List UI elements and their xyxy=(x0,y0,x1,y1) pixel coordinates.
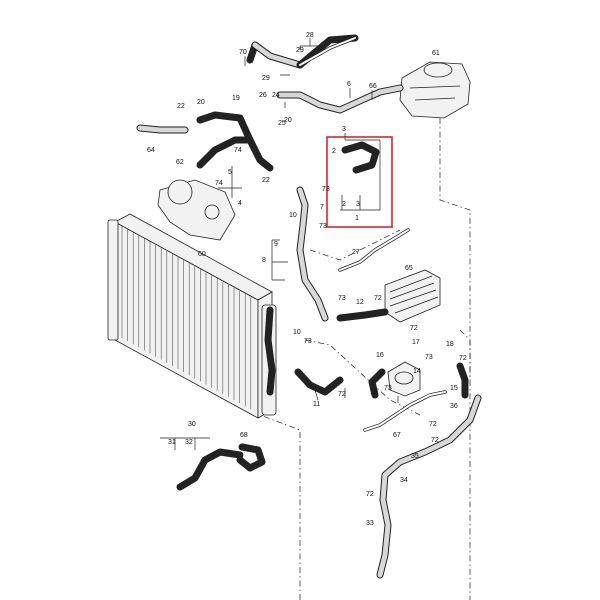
callout-12: 12 xyxy=(356,299,364,306)
callout-72-c: 72 xyxy=(459,355,467,362)
callout-73-f: 73 xyxy=(384,385,392,392)
callout-72-b: 72 xyxy=(410,325,418,332)
callout-35: 35 xyxy=(411,453,419,460)
callout-32: 32 xyxy=(185,439,193,446)
callout-18: 18 xyxy=(446,341,454,348)
callout-28: 28 xyxy=(306,32,314,39)
callout-64: 64 xyxy=(147,147,155,154)
callout-65: 65 xyxy=(405,265,413,272)
callout-2b: 2 xyxy=(342,201,346,208)
callout-22: 22 xyxy=(177,103,185,110)
callout-61: 61 xyxy=(432,50,440,57)
callout-2: 2 xyxy=(332,148,336,155)
callout-9: 9 xyxy=(274,241,278,248)
auxiliary-pump xyxy=(387,361,421,397)
expansion-tank xyxy=(399,61,471,119)
callout-24: 24 xyxy=(272,92,280,99)
callout-29: 29 xyxy=(262,75,270,82)
callout-73-e: 73 xyxy=(425,354,433,361)
pipes xyxy=(298,36,447,432)
callout-6: 6 xyxy=(347,81,351,88)
callout-17: 17 xyxy=(412,339,420,346)
callout-7: 7 xyxy=(320,204,324,211)
callout-34: 34 xyxy=(400,477,408,484)
hoses xyxy=(136,34,482,579)
callout-16: 16 xyxy=(376,352,384,359)
callout-72-f: 72 xyxy=(431,437,439,444)
callout-27: 27 xyxy=(352,249,360,256)
callout-labels: 28 29 70 29 61 6 66 19 26 24 20 22 25 20… xyxy=(147,32,467,527)
callout-74-b: 74 xyxy=(215,180,223,187)
highlight-box xyxy=(326,136,393,228)
callout-25: 25 xyxy=(278,120,286,127)
oil-cooler xyxy=(384,269,441,323)
callout-62: 62 xyxy=(176,159,184,166)
callout-22-b: 22 xyxy=(262,177,270,184)
leader-lines xyxy=(160,38,399,450)
callout-13: 13 xyxy=(370,389,378,396)
callout-72-a: 72 xyxy=(374,295,382,302)
callout-3: 3 xyxy=(342,126,346,133)
callout-8: 8 xyxy=(262,257,266,264)
callout-15: 15 xyxy=(450,385,458,392)
callout-14: 14 xyxy=(413,368,421,375)
callout-73-b: 73 xyxy=(319,223,327,230)
callout-60: 60 xyxy=(198,251,206,258)
callout-74: 74 xyxy=(234,147,242,154)
callout-66: 66 xyxy=(369,83,377,90)
callout-26: 26 xyxy=(259,92,267,99)
thermostat-housing xyxy=(157,179,236,241)
callout-3b: 3 xyxy=(356,201,360,208)
callout-73-d: 73 xyxy=(304,338,312,345)
callout-73-c: 73 xyxy=(338,295,346,302)
callout-10-b: 10 xyxy=(293,329,301,336)
callout-20-b: 20 xyxy=(284,117,292,124)
callout-73-a: 73 xyxy=(322,186,330,193)
callout-67: 67 xyxy=(393,432,401,439)
radiator xyxy=(107,213,277,419)
callout-31: 31 xyxy=(168,439,176,446)
callout-11: 11 xyxy=(313,401,320,408)
callout-33: 33 xyxy=(366,520,374,527)
callout-72-g: 72 xyxy=(366,491,374,498)
callout-36: 36 xyxy=(450,403,458,410)
callout-68: 68 xyxy=(240,432,248,439)
callout-72-d: 72 xyxy=(338,391,346,398)
callout-5: 5 xyxy=(228,169,232,176)
callout-20: 20 xyxy=(197,99,205,106)
callout-10: 10 xyxy=(289,212,297,219)
callout-72-e: 72 xyxy=(429,421,437,428)
callout-29-top: 29 xyxy=(296,47,304,54)
guide-lines xyxy=(259,118,471,600)
callout-70: 70 xyxy=(239,49,247,56)
callout-1: 1 xyxy=(355,215,359,222)
callout-19: 19 xyxy=(232,95,240,102)
callout-4: 4 xyxy=(238,200,242,207)
callout-30: 30 xyxy=(188,421,196,428)
